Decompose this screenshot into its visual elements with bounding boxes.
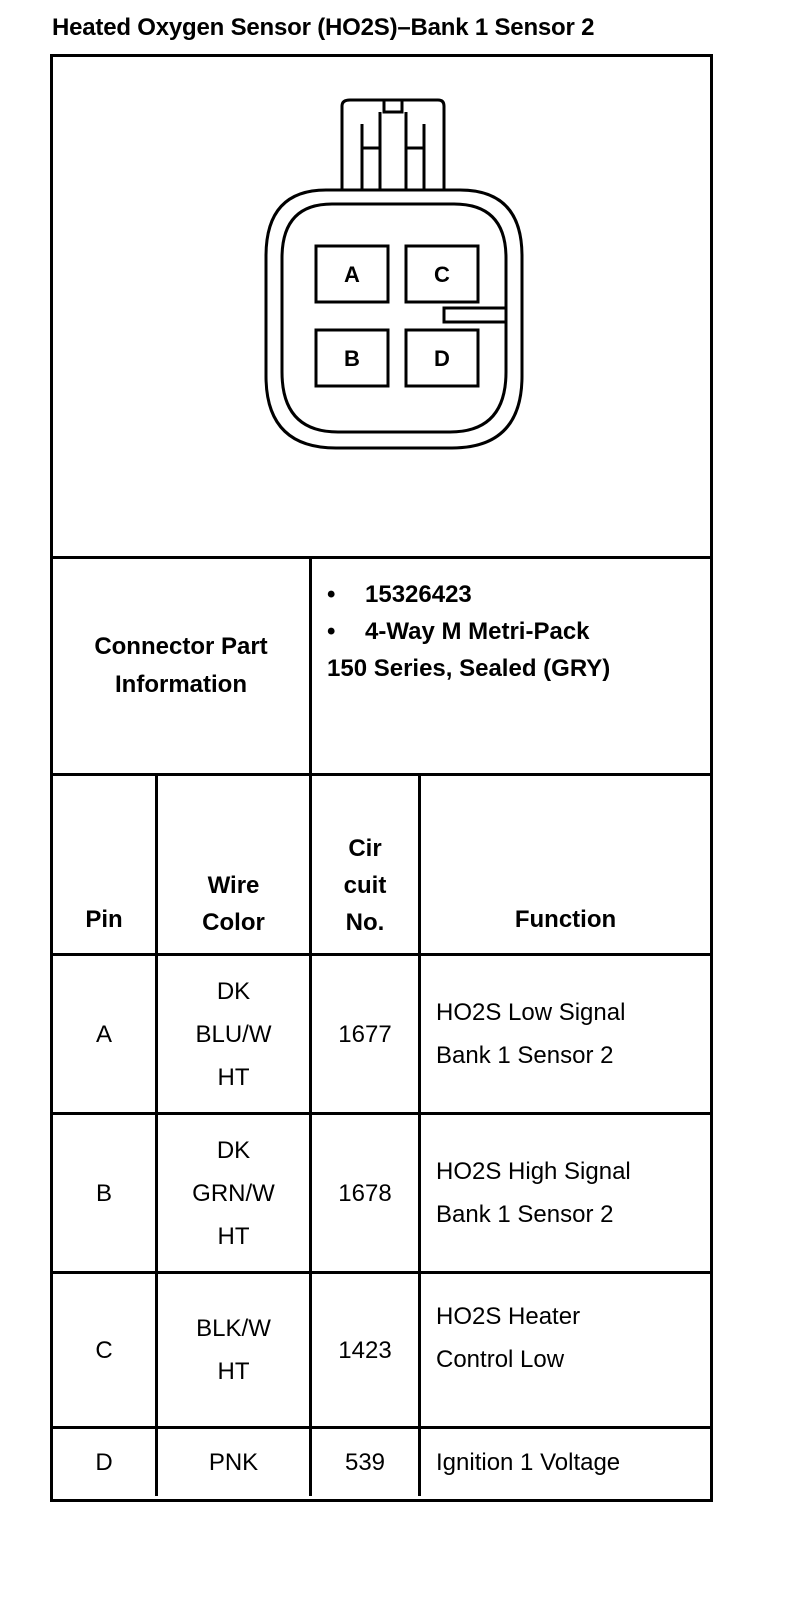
- row-c-function-line2: Control Low: [436, 1346, 565, 1373]
- part-number-line: • 15326423: [327, 576, 610, 613]
- row-a-wire-line1: DK: [216, 977, 251, 1005]
- row-d-circuit: 539: [344, 1449, 386, 1476]
- header-wire-line2: Color: [202, 909, 265, 936]
- column-divider-circuit: [309, 556, 312, 1496]
- pin-label-d: D: [434, 346, 450, 371]
- divider-row-b: [50, 1271, 713, 1274]
- row-c-function-line1: HO2S Heater: [436, 1303, 581, 1330]
- pin-label-b: B: [344, 346, 360, 371]
- page-title: Heated Oxygen Sensor (HO2S)–Bank 1 Senso…: [52, 14, 595, 41]
- row-b-wire-line1: DK: [216, 1136, 251, 1164]
- row-d-pin: D: [95, 1449, 113, 1476]
- bullet-1: •: [327, 581, 336, 608]
- pin-label-a: A: [344, 262, 360, 287]
- header-circuit-no: Cir cuit No.: [312, 776, 418, 953]
- row-b-pin: B: [95, 1179, 112, 1207]
- pinout-table-frame: [50, 54, 713, 1502]
- row-a-pin: A: [95, 1020, 112, 1048]
- column-divider-wire: [155, 773, 158, 1496]
- part-description-line: • 4-Way M Metri-Pack: [327, 613, 610, 650]
- row-a-circuit: 1677: [338, 1020, 392, 1048]
- column-divider-function: [418, 773, 421, 1496]
- header-wire-color: Wire Color: [158, 776, 309, 953]
- pin-cavity-a: [314, 244, 390, 304]
- header-wire-line1: Wire: [207, 872, 260, 899]
- pin-cavity-d: [404, 328, 480, 388]
- part-info-label-line2: Information: [115, 671, 247, 698]
- latch-notch: [382, 98, 404, 114]
- row-a-function-line1: HO2S Low Signal: [436, 999, 626, 1026]
- part-info-label: Connector Part Information: [53, 559, 309, 773]
- row-b-function: HO2S High Signal Bank 1 Sensor 2: [436, 1115, 706, 1271]
- header-circuit-line2: cuit: [343, 872, 387, 899]
- connector-face-diagram: A C B D: [264, 98, 524, 450]
- row-b-function-line1: HO2S High Signal: [436, 1158, 631, 1185]
- divider-diagram: [50, 556, 713, 559]
- header-function-text: Function: [514, 906, 617, 933]
- row-b-wire: DK GRN/W HT: [158, 1115, 309, 1271]
- row-c-wire-line2: HT: [217, 1358, 250, 1385]
- row-a-function-line2: Bank 1 Sensor 2: [436, 1042, 614, 1069]
- connector-body-inner: [280, 202, 508, 434]
- header-circuit-line1: Cir: [348, 835, 382, 862]
- part-description-2: 150 Series, Sealed (GRY): [327, 655, 611, 682]
- part-info-details: • 15326423 • 4-Way M Metri-Pack 150 Series…: [327, 576, 610, 687]
- row-a-wire-line2: BLU/W: [195, 1020, 272, 1048]
- row-c-circuit: 1423: [338, 1336, 392, 1364]
- row-c-function: HO2S Heater Control Low: [436, 1274, 706, 1402]
- divider-part-info: [50, 773, 713, 776]
- header-function: Function: [421, 776, 710, 953]
- pin-cavity-c: [404, 244, 480, 304]
- row-c-pin: C: [95, 1336, 113, 1364]
- row-c-wire: BLK/W HT: [158, 1274, 309, 1426]
- divider-row-c: [50, 1426, 713, 1429]
- divider-row-a: [50, 1112, 713, 1115]
- row-b-circuit: 1678: [338, 1179, 392, 1207]
- header-pin: Pin: [53, 776, 155, 953]
- pin-label-c: C: [434, 262, 450, 287]
- divider-header: [50, 953, 713, 956]
- row-d-wire: PNK: [208, 1449, 259, 1476]
- polarizing-key: [442, 306, 506, 324]
- row-b-wire-line2: GRN/W: [192, 1179, 275, 1207]
- row-b-function-line2: Bank 1 Sensor 2: [436, 1201, 614, 1228]
- part-info-label-line1: Connector Part: [94, 633, 268, 660]
- row-a-wire: DK BLU/W HT: [158, 956, 309, 1112]
- row-a-function: HO2S Low Signal Bank 1 Sensor 2: [436, 956, 706, 1112]
- part-description-1: 4-Way M Metri-Pack: [365, 618, 590, 645]
- header-circuit-line3: No.: [345, 909, 385, 936]
- row-a-wire-line3: HT: [217, 1063, 250, 1091]
- connector-body-outer: [264, 188, 524, 450]
- header-pin-text: Pin: [85, 906, 123, 933]
- frame-right-border: [710, 54, 713, 1502]
- part-number: 15326423: [365, 581, 472, 608]
- row-d-function: Ignition 1 Voltage: [436, 1449, 621, 1476]
- row-b-wire-line3: HT: [217, 1222, 250, 1250]
- bullet-2: •: [327, 618, 336, 645]
- pin-cavity-b: [314, 328, 390, 388]
- row-c-wire-line1: BLK/W: [196, 1315, 271, 1342]
